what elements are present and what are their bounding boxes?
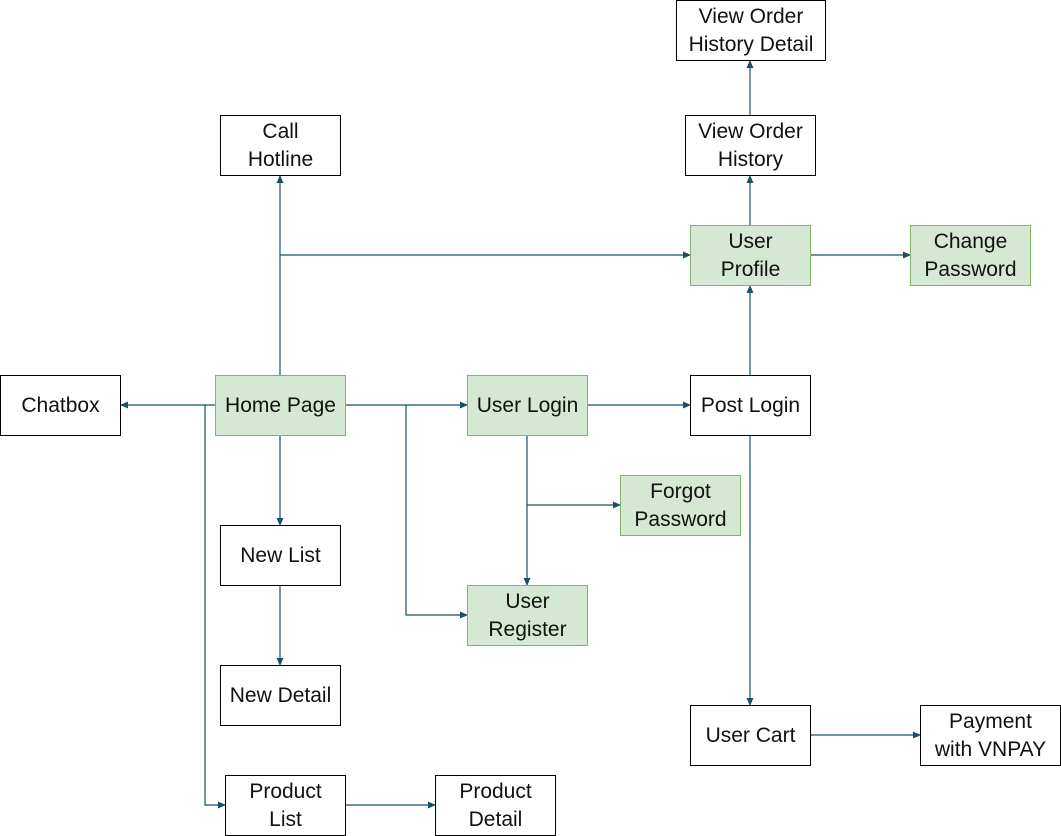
- node-home-page: Home Page: [215, 375, 346, 436]
- node-view-order-history: View Order History: [685, 115, 816, 176]
- node-chatbox: Chatbox: [0, 375, 121, 436]
- node-user-login: User Login: [467, 375, 588, 436]
- node-product-detail: Product Detail: [435, 775, 556, 836]
- node-label: New List: [240, 543, 321, 567]
- edge-home-page-to-user-register: [405, 405, 468, 619]
- node-label: View Order History: [698, 119, 803, 171]
- node-view-order-history-detail: View Order History Detail: [676, 0, 826, 61]
- node-label: Chatbox: [21, 393, 100, 417]
- node-post-login: Post Login: [690, 375, 811, 436]
- node-label: View Order History Detail: [688, 4, 814, 56]
- node-new-list: New List: [220, 525, 341, 586]
- node-forgot-password: Forgot Password: [620, 475, 741, 536]
- node-label: Call Hotline: [247, 119, 314, 171]
- node-label: Post Login: [700, 393, 801, 417]
- node-change-password: Change Password: [910, 225, 1031, 286]
- node-label: New Detail: [229, 683, 332, 707]
- node-label: Change Password: [924, 229, 1017, 281]
- node-user-cart: User Cart: [690, 705, 811, 766]
- node-user-register: User Register: [467, 585, 588, 646]
- node-payment-with-vnpay: Payment with VNPAY: [920, 705, 1061, 766]
- node-label: Product List: [249, 779, 322, 831]
- node-label: Product Detail: [459, 779, 532, 831]
- node-product-list: Product List: [225, 775, 346, 836]
- node-label: User Login: [476, 393, 579, 417]
- node-label: Payment with VNPAY: [934, 709, 1047, 761]
- node-label: Forgot Password: [634, 479, 727, 531]
- node-label: User Cart: [705, 723, 796, 747]
- node-call-hotline: Call Hotline: [220, 115, 341, 176]
- node-label: User Profile: [720, 229, 781, 281]
- node-new-detail: New Detail: [220, 665, 341, 726]
- node-user-profile: User Profile: [690, 225, 811, 286]
- node-label: User Register: [488, 589, 567, 641]
- edge-home-page-to-product-list: [204, 405, 226, 809]
- node-label: Home Page: [225, 393, 336, 417]
